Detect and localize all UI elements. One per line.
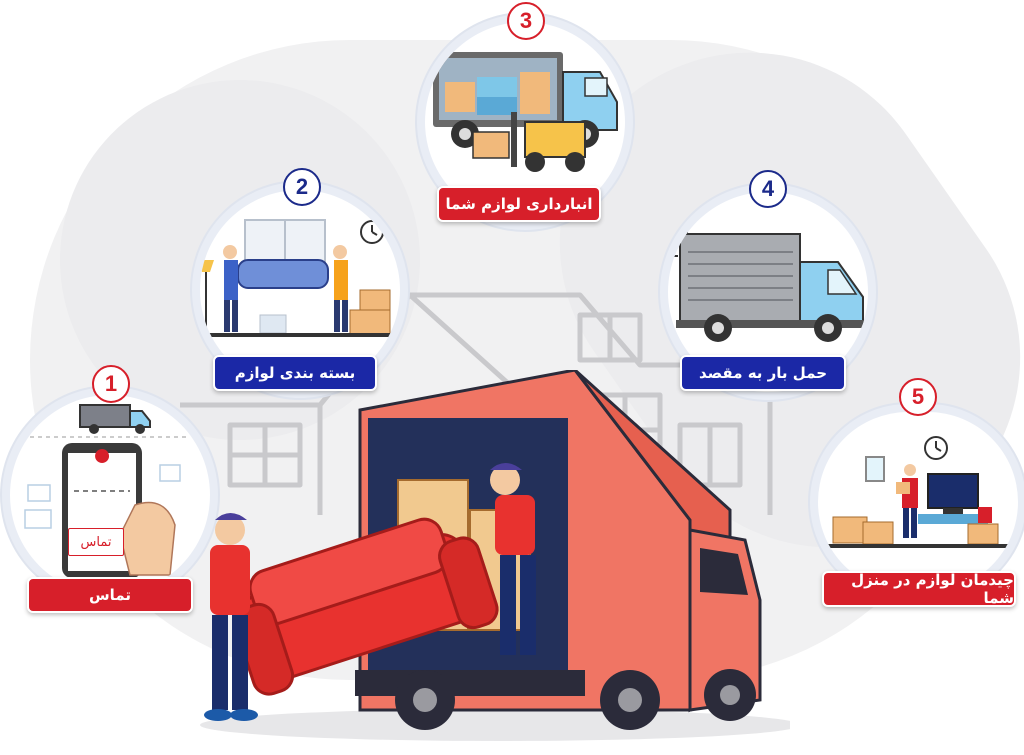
movers-carrying-sofa-illustration: [200, 219, 400, 337]
step-number-badge: 1: [92, 365, 130, 403]
step-2-label: بسته بندی لوازم: [213, 355, 377, 391]
step-number-badge: 2: [283, 168, 321, 206]
step-5-arrangement-circle: [818, 412, 1018, 592]
delivery-truck-illustration: [668, 231, 866, 342]
step-1-label: تماس: [27, 577, 193, 613]
step-4-label: حمل بار به مقصد: [680, 355, 846, 391]
call-button[interactable]: تماس: [68, 528, 124, 556]
storage-truck-forklift-illustration: [433, 52, 618, 172]
step-number-badge: 5: [899, 378, 937, 416]
step-5-label: چیدمان لوازم در منزل شما: [822, 571, 1016, 607]
mover-arranging-furniture-illustration: [818, 436, 1018, 548]
step-number-badge: 4: [749, 170, 787, 208]
step-number-badge: 3: [507, 2, 545, 40]
step-3-label: انبارداری لوازم شما: [437, 186, 601, 222]
central-moving-truck-scene: [200, 370, 790, 741]
